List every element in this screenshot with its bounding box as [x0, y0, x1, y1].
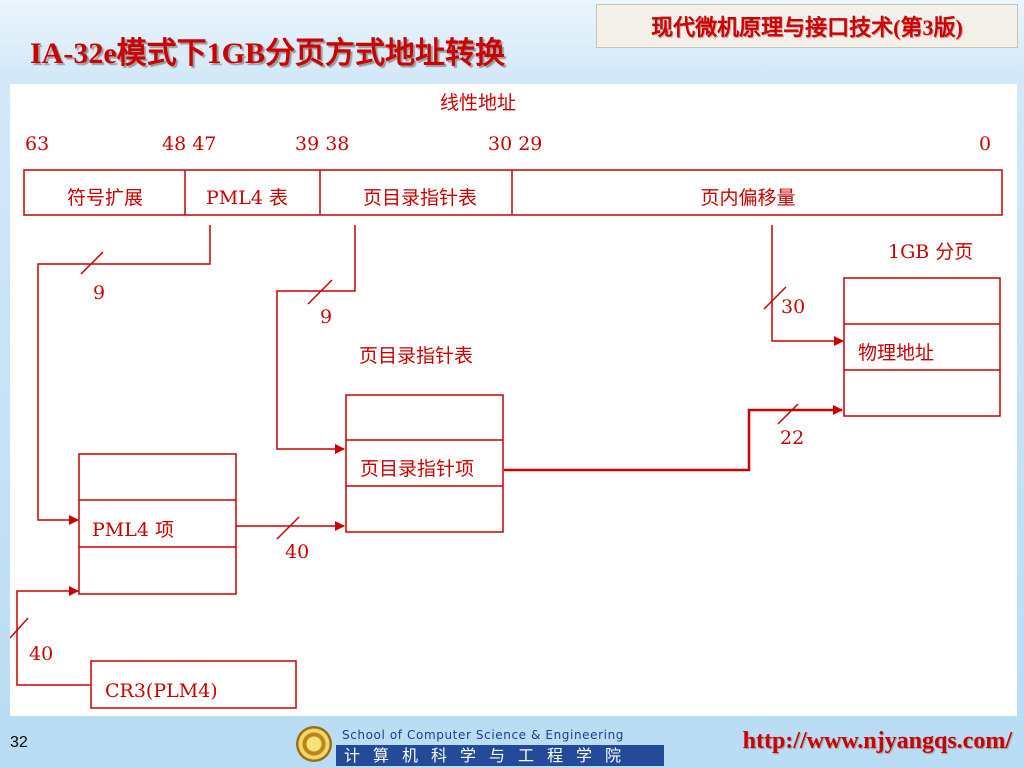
bit-63-label: 63: [25, 133, 49, 155]
diagram-panel: 线性地址 63 48 47 39 38 30 29 0 符号扩展 PML4 表 …: [10, 84, 1017, 716]
width-slash: [276, 516, 300, 540]
bit-0-label: 0: [979, 133, 991, 155]
pdpt-table-label: 页目录指针表: [359, 345, 473, 367]
cr3-width: 40: [29, 643, 53, 665]
field-pdpt: 页目录指针表: [363, 187, 477, 209]
linear-address-bar: [23, 169, 1003, 216]
pml4-index-line: [37, 225, 211, 525]
field-page-offset: 页内偏移量: [700, 187, 795, 209]
field-pml4: PML4 表: [206, 187, 288, 209]
offset-line: [771, 225, 844, 346]
pdpt-index-line: [276, 225, 356, 454]
school-name-chinese: 计算机科学与工程学院: [336, 745, 664, 766]
pdpt-box: [345, 394, 504, 533]
pml4-to-pdpt-width: 40: [285, 541, 309, 563]
address-translation-diagram: 线性地址 63 48 47 39 38 30 29 0 符号扩展 PML4 表 …: [10, 92, 1003, 709]
school-banner: School of Computer Science & Engineering…: [336, 726, 664, 766]
pdpt-entry-label: 页目录指针项: [360, 458, 474, 480]
pml4-entry-label: PML4 项: [92, 519, 174, 541]
offset-width: 30: [781, 296, 805, 318]
width-slash: [777, 403, 799, 425]
book-title-badge: 现代微机原理与接口技术(第3版): [596, 4, 1018, 48]
page-size-label: 1GB 分页: [888, 241, 973, 263]
slide-number: 32: [10, 734, 28, 751]
bit-39-38-label: 39 38: [295, 133, 349, 155]
width-slash: [80, 251, 104, 275]
width-slash: [10, 617, 29, 639]
bit-48-47-label: 48 47: [162, 133, 216, 155]
slide-title: IA-32e模式下1GB分页方式地址转换: [30, 37, 505, 70]
cr3-box: [90, 660, 297, 709]
linear-address-label: 线性地址: [440, 92, 516, 114]
pdpt-to-page-line: [504, 405, 843, 472]
cr3-label: CR3(PLM4): [105, 680, 218, 702]
cr3-line: [16, 586, 90, 686]
pml4-index-width: 9: [93, 282, 105, 304]
pdpt-index-width: 9: [320, 306, 332, 328]
width-slash: [763, 286, 787, 310]
website-url[interactable]: http://www.njyangqs.com/: [742, 728, 1012, 754]
base-width: 22: [780, 427, 804, 449]
university-seal-icon: [296, 726, 332, 762]
school-name-english: School of Computer Science & Engineering: [342, 728, 625, 742]
physical-address-label: 物理地址: [858, 342, 934, 364]
width-slash: [307, 279, 333, 305]
bit-30-29-label: 30 29: [488, 133, 542, 155]
field-sign-extension: 符号扩展: [67, 187, 143, 209]
pml4-box: [78, 453, 237, 595]
page-frame-box: [843, 277, 1001, 417]
